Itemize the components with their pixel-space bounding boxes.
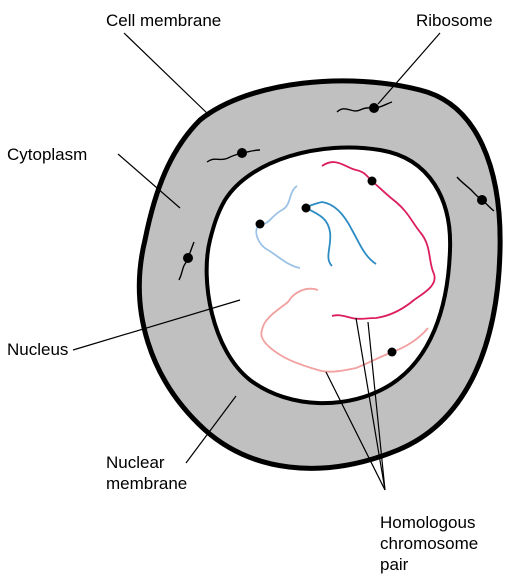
ribosome: [237, 148, 247, 158]
label-homologous-pair: Homologous chromosome pair: [380, 512, 478, 575]
label-ribosome: Ribosome: [416, 10, 493, 31]
centromere: [302, 204, 311, 213]
label-homologous-line-1: Homologous: [380, 512, 478, 533]
label-nucleus-text: Nucleus: [7, 339, 68, 360]
ribosome: [369, 103, 379, 113]
nuclear-membrane: [207, 147, 450, 403]
pointer-cell-membrane: [124, 33, 210, 116]
label-nuclear-membrane: Nuclear membrane: [106, 452, 187, 494]
label-cell-membrane-text: Cell membrane: [106, 10, 221, 31]
label-nucleus: Nucleus: [7, 339, 68, 360]
label-nuclear-membrane-line-1: Nuclear: [106, 452, 187, 473]
ribosome: [183, 253, 193, 263]
label-nuclear-membrane-line-2: membrane: [106, 473, 187, 494]
label-cytoplasm: Cytoplasm: [7, 144, 87, 165]
label-homologous-line-3: pair: [380, 554, 478, 575]
label-cytoplasm-text: Cytoplasm: [7, 144, 87, 165]
label-ribosome-text: Ribosome: [416, 10, 493, 31]
centromere: [388, 348, 397, 357]
centromere: [368, 177, 377, 186]
centromere: [256, 220, 265, 229]
ribosome: [477, 195, 487, 205]
label-cell-membrane: Cell membrane: [106, 10, 221, 31]
label-homologous-line-2: chromosome: [380, 533, 478, 554]
